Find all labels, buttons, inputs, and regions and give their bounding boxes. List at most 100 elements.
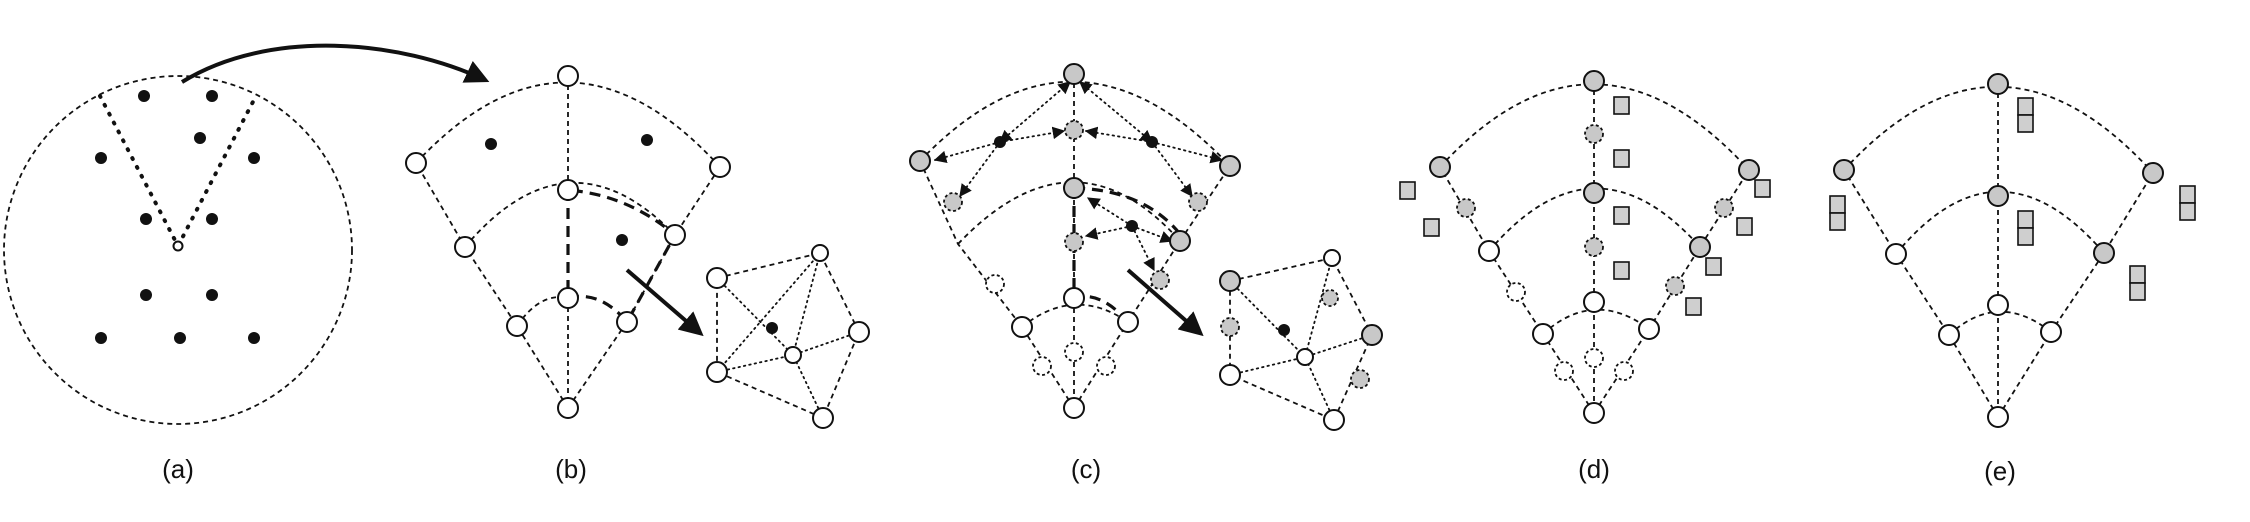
- node: [557, 65, 579, 87]
- point: [95, 152, 107, 164]
- node: [1584, 237, 1604, 257]
- node: [1063, 177, 1085, 199]
- storage-box: [2179, 185, 2196, 204]
- left-edge: [1843, 169, 1999, 418]
- storage-box: [1613, 96, 1630, 115]
- node: [1350, 369, 1370, 389]
- point: [206, 90, 218, 102]
- node: [1063, 397, 1085, 419]
- point: [641, 134, 653, 146]
- node: [557, 397, 579, 419]
- storage-box: [1736, 217, 1753, 236]
- node: [1064, 232, 1084, 252]
- storage-box: [1613, 206, 1630, 225]
- storage-box: [2017, 227, 2034, 246]
- apex-node: [172, 240, 184, 252]
- points-a: [95, 90, 260, 344]
- node: [1169, 230, 1191, 252]
- node: [1064, 342, 1084, 362]
- node: [784, 346, 802, 364]
- node: [1296, 348, 1314, 366]
- point: [194, 132, 206, 144]
- point: [616, 234, 628, 246]
- storage-box: [1829, 195, 1846, 214]
- node: [2142, 162, 2164, 184]
- node: [1714, 198, 1734, 218]
- detail-outline: [1229, 256, 1373, 422]
- point: [206, 213, 218, 225]
- point: [248, 152, 260, 164]
- middle-arc: [957, 181, 1181, 245]
- storage-box: [2129, 265, 2146, 284]
- node: [1064, 120, 1084, 140]
- storage-box: [2129, 282, 2146, 301]
- node: [1323, 249, 1341, 267]
- right-edge: [567, 166, 721, 409]
- triangulation: [1229, 257, 1373, 421]
- highlighted-cell: [566, 188, 678, 325]
- point: [766, 322, 778, 334]
- middle-arc: [1895, 191, 2105, 255]
- node: [1987, 73, 2009, 95]
- node: [2093, 242, 2115, 264]
- panel-label-c: (c): [1071, 454, 1101, 484]
- domain-circle: [3, 75, 353, 425]
- node: [1506, 282, 1526, 302]
- node: [1219, 364, 1241, 386]
- storage-box: [1829, 212, 1846, 231]
- point: [248, 332, 260, 344]
- node: [848, 321, 870, 343]
- storage-box: [1613, 261, 1630, 280]
- node: [1583, 182, 1605, 204]
- node: [1150, 270, 1170, 290]
- node: [1584, 348, 1604, 368]
- storage-box: [1705, 257, 1722, 276]
- node: [985, 274, 1005, 294]
- point: [206, 289, 218, 301]
- detail-arrow: [625, 268, 704, 337]
- node: [1429, 156, 1451, 178]
- wedge-outline: [98, 94, 258, 251]
- zoom-arrow: [180, 43, 490, 84]
- node: [709, 156, 731, 178]
- point: [1278, 324, 1290, 336]
- node: [1219, 155, 1241, 177]
- outer-arc: [919, 80, 1231, 167]
- panel-b: (b): [405, 65, 870, 484]
- node: [1323, 409, 1345, 431]
- point: [138, 90, 150, 102]
- detail-cell-b: [706, 244, 870, 429]
- panel-label-a: (a): [162, 454, 194, 484]
- storage-boxes-d: [1399, 96, 1771, 316]
- storage-box: [1399, 181, 1416, 200]
- storage-box: [2017, 114, 2034, 133]
- node: [1063, 63, 1085, 85]
- node: [706, 361, 728, 383]
- node: [405, 152, 427, 174]
- point: [994, 136, 1006, 148]
- node: [1321, 289, 1339, 307]
- node: [1987, 185, 2009, 207]
- storage-box: [1613, 149, 1630, 168]
- triangulation: [716, 252, 860, 419]
- node: [454, 236, 476, 258]
- node: [1096, 356, 1116, 376]
- node: [1532, 323, 1554, 345]
- panel-d: (d): [1399, 70, 1771, 484]
- node: [664, 224, 686, 246]
- middle-arc: [464, 181, 676, 248]
- node: [811, 244, 829, 262]
- point: [140, 289, 152, 301]
- outer-arc: [415, 81, 721, 168]
- panel-label-d: (d): [1578, 454, 1610, 484]
- node: [1456, 198, 1476, 218]
- node: [1583, 291, 1605, 313]
- storage-box: [2017, 97, 2034, 116]
- node: [1987, 294, 2009, 316]
- point: [1126, 220, 1138, 232]
- node: [2040, 321, 2062, 343]
- point: [174, 332, 186, 344]
- panel-label-b: (b): [555, 454, 587, 484]
- storage-box: [1423, 218, 1440, 237]
